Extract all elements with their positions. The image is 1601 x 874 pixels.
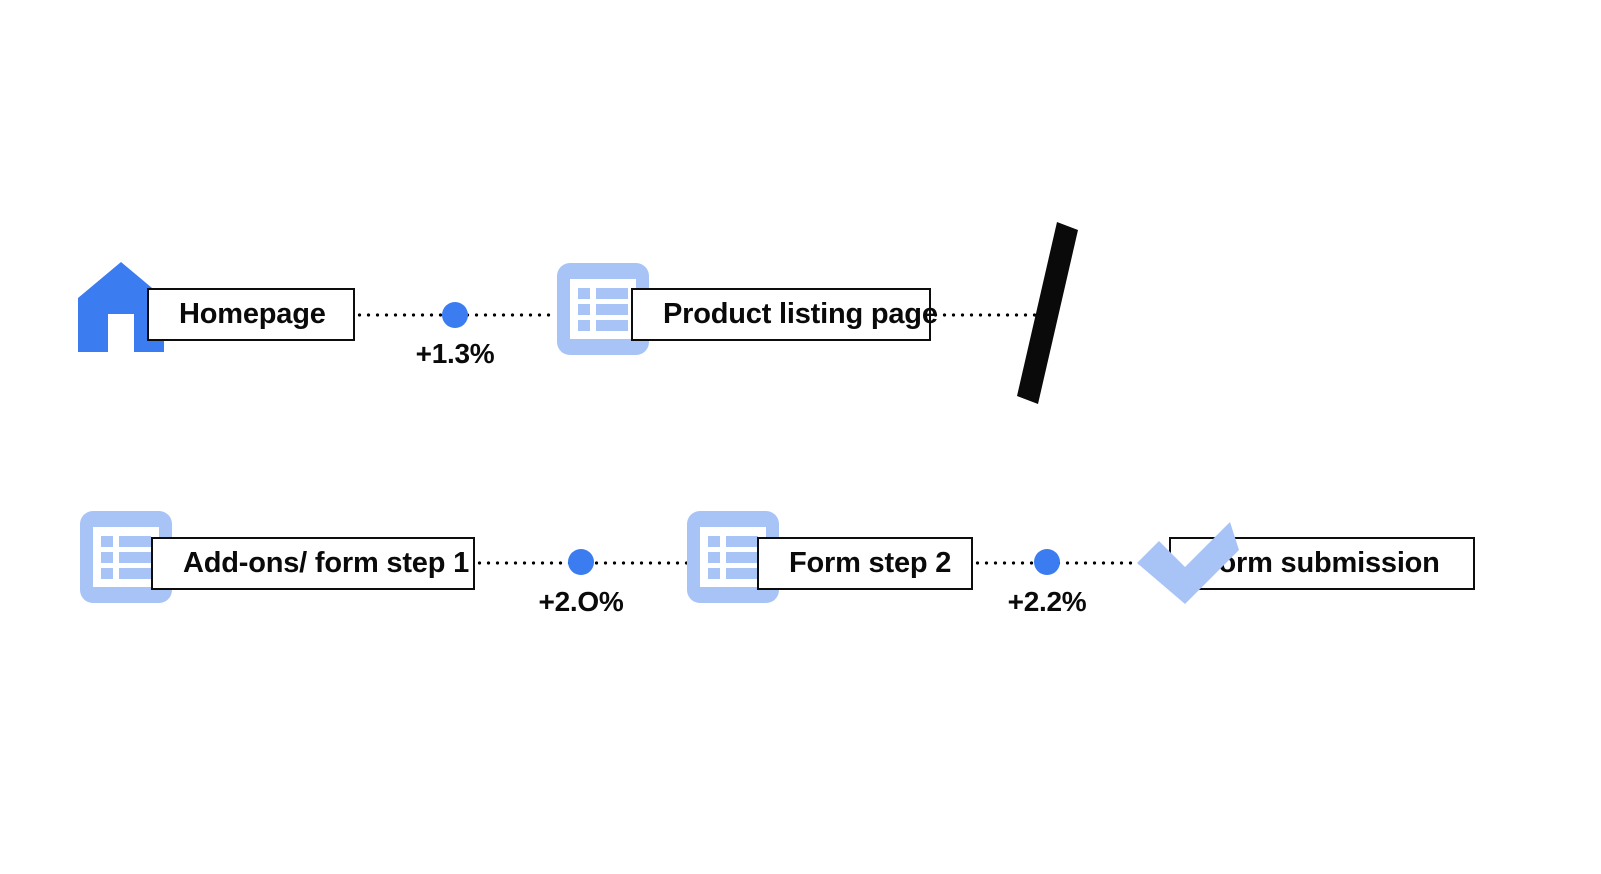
metric-label-homepage-to-plp: +1.3% [415, 338, 495, 369]
connector-product-listing-to-end [931, 313, 1056, 317]
connector-form-step-2-to-submission [973, 561, 1163, 565]
node-form-step-2[interactable]: Form step 2 [757, 537, 973, 590]
metric-label-step2-to-submission: +2.2% [1007, 586, 1087, 617]
node-add-ons-form-step-1[interactable]: Add-ons/ form step 1 [151, 537, 475, 590]
node-homepage-label: Homepage [179, 298, 326, 330]
metric-dot-homepage-to-plp [442, 302, 468, 328]
metric-label-addons-to-step2: +2.O% [538, 586, 624, 617]
metric-dot-addons-to-step2 [568, 549, 594, 575]
home-icon [78, 262, 164, 352]
checkmark-icon [1129, 508, 1247, 611]
list-document-icon [687, 511, 779, 603]
node-product-listing-page[interactable]: Product listing page [631, 288, 938, 341]
node-add-ons-form-step-1-label: Add-ons/ form step 1 [183, 547, 470, 579]
diagonal-slash-icon [1000, 218, 1095, 408]
list-document-icon [557, 263, 649, 355]
metric-dot-step2-to-submission [1034, 549, 1060, 575]
node-homepage[interactable]: Homepage [147, 288, 355, 341]
node-form-step-2-label: Form step 2 [789, 547, 952, 579]
node-form-submission-label: Form submission [1201, 547, 1440, 579]
list-document-icon [80, 511, 172, 603]
node-product-listing-page-label: Product listing page [663, 298, 938, 330]
